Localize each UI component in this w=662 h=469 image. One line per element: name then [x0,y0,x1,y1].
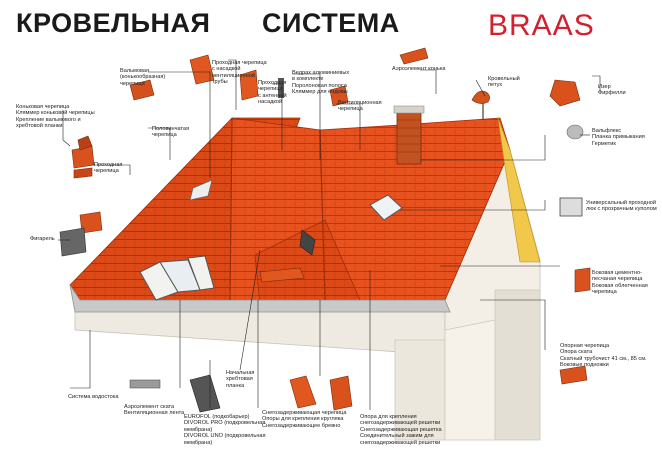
rooster-weathervane-icon [471,90,490,120]
label-eurofol-membrane: EUROFOL (подкобарьер)DIVOROL PRO (подкро… [184,414,266,446]
title-system: СИСТЕМА [262,8,400,38]
braas-logo: BRAAS [488,9,595,42]
chimney [393,105,425,165]
title-roofing: КРОВЕЛЬНАЯ [16,8,211,38]
label-hip-tile: Вальмовая(конькообразная)черепица [120,68,166,87]
leader-lines [58,59,601,410]
product-thumbnails [59,47,591,413]
roof-windows [139,179,403,301]
label-fillet: Фигарель [30,236,55,242]
label-ridge-aeroelement: Аэроэлемент конька [392,66,446,72]
label-drainage-system: Система водостока [68,394,119,400]
roof-tiles [69,117,541,313]
